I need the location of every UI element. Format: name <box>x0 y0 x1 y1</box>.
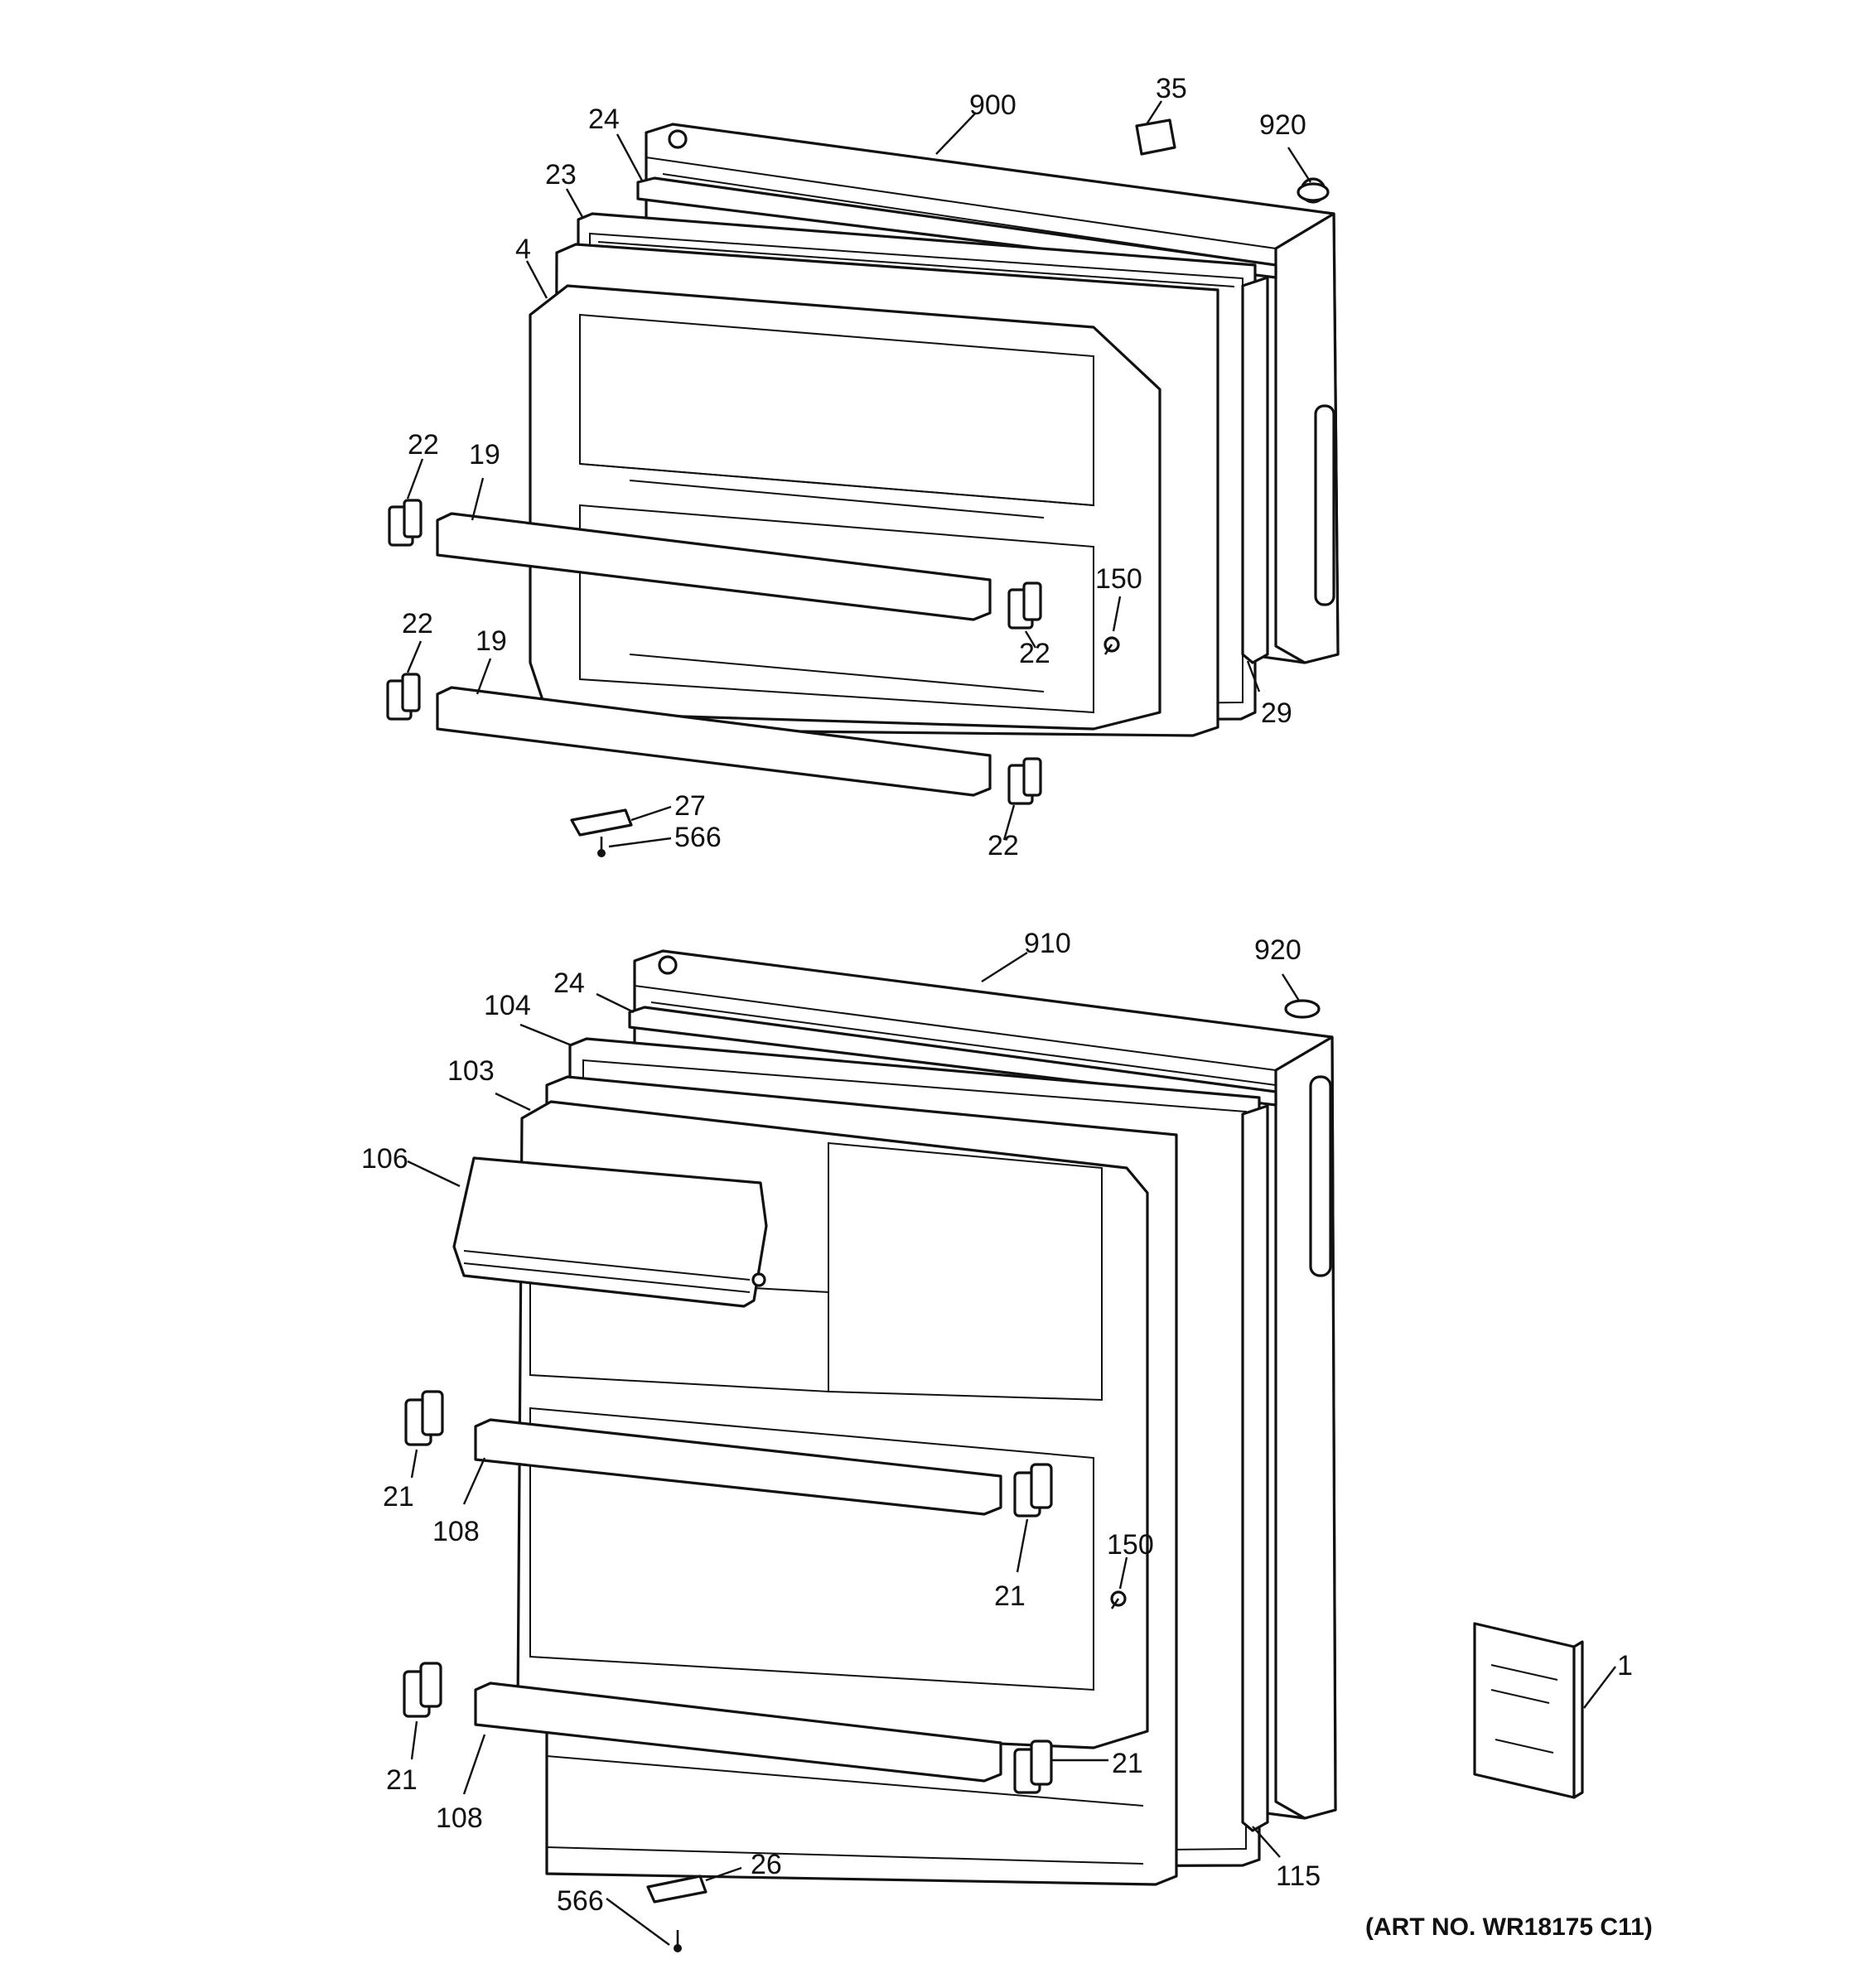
callout-910: 910 <box>1024 928 1071 959</box>
fresh-food-callouts: 910 920 24 104 103 106 21 108 21 150 21 … <box>361 928 1633 1917</box>
fresh-food-screw-part <box>1110 1590 1127 1609</box>
fresh-food-clip-left-lower <box>403 1662 442 1718</box>
freezer-screw-part <box>1103 636 1120 655</box>
freezer-hinge-plate <box>570 808 633 837</box>
callout-920: 920 <box>1259 109 1306 141</box>
callout-21-left-upper: 21 <box>383 1481 414 1513</box>
callout-103: 103 <box>447 1055 495 1087</box>
fresh-food-clip-left-upper <box>404 1390 444 1446</box>
freezer-hinge-screw <box>597 837 606 857</box>
callout-22-right-lower: 22 <box>988 830 1019 861</box>
fresh-food-clip-right-lower <box>1013 1740 1053 1794</box>
callout-22-left-lower: 22 <box>402 608 433 639</box>
owners-manual-booklet <box>1473 1622 1584 1799</box>
callout-23: 23 <box>545 159 577 191</box>
freezer-door-trim <box>636 176 1277 279</box>
fresh-food-hinge-plate <box>646 1875 707 1904</box>
callout-27: 27 <box>674 790 706 822</box>
callout-920-lower: 920 <box>1254 934 1301 966</box>
callout-106: 106 <box>361 1143 408 1175</box>
freezer-shelf-bar-lower <box>436 686 992 797</box>
callout-104: 104 <box>484 990 531 1021</box>
callout-24: 24 <box>588 104 620 135</box>
freezer-clip-right-lower <box>1007 757 1042 805</box>
callout-26: 26 <box>751 1849 782 1880</box>
freezer-callouts: 900 35 920 24 23 4 22 19 22 19 22 22 150… <box>402 73 1306 861</box>
fresh-food-door-trim <box>628 1006 1277 1107</box>
fresh-food-plug-part <box>1284 999 1321 1019</box>
callout-21-left-lower: 21 <box>386 1764 418 1796</box>
fresh-food-shelf-bar-lower <box>474 1682 1002 1783</box>
freezer-shelf-bar-upper <box>436 512 992 621</box>
freezer-side-strip <box>1241 276 1269 664</box>
callout-29: 29 <box>1261 697 1292 729</box>
freezer-clip-left-lower <box>386 673 421 721</box>
callout-150: 150 <box>1095 563 1142 595</box>
freezer-clip-right-upper <box>1007 581 1042 630</box>
callout-108-upper: 108 <box>432 1516 480 1547</box>
callout-22-right-upper: 22 <box>1019 638 1050 669</box>
art-number-label: (ART NO. WR18175 C11) <box>1365 1913 1653 1941</box>
callout-1: 1 <box>1617 1650 1633 1682</box>
freezer-leader-lines <box>406 100 1312 848</box>
callout-566: 566 <box>674 822 722 853</box>
callout-4: 4 <box>515 234 531 265</box>
callout-108-lower: 108 <box>436 1802 483 1834</box>
fresh-food-leader-lines <box>407 951 1616 1946</box>
callout-22-left-upper: 22 <box>408 429 439 461</box>
callout-35: 35 <box>1156 73 1187 104</box>
callout-19-upper: 19 <box>469 439 500 470</box>
callout-19-lower: 19 <box>476 625 507 657</box>
fresh-food-door-assembly <box>403 949 1584 1952</box>
fresh-food-clip-right-upper <box>1013 1463 1053 1518</box>
fresh-food-hinge-screw <box>674 1930 682 1952</box>
freezer-door-liner <box>529 243 1219 737</box>
freezer-clip-left-upper <box>388 499 423 547</box>
callout-566-lower: 566 <box>557 1885 604 1917</box>
freezer-button-part <box>1135 118 1176 156</box>
freezer-plug-part <box>1297 182 1330 202</box>
callout-21-right-lower: 21 <box>1112 1748 1143 1779</box>
fresh-food-shelf-bar-upper <box>474 1418 1002 1516</box>
dairy-compartment-door <box>452 1156 768 1308</box>
callout-24-lower: 24 <box>553 967 585 999</box>
callout-21-right-upper: 21 <box>994 1580 1026 1612</box>
callout-150-lower: 150 <box>1107 1529 1154 1561</box>
callout-900: 900 <box>969 89 1017 121</box>
callout-115: 115 <box>1276 1860 1321 1892</box>
fresh-food-side-strip <box>1241 1104 1269 1832</box>
freezer-door-assembly <box>386 118 1340 857</box>
